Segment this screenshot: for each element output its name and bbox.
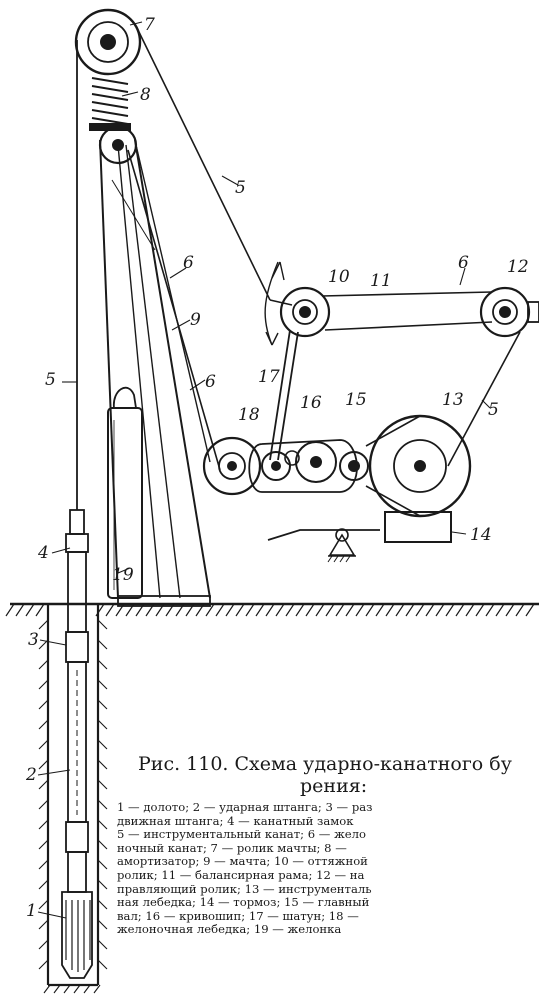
mast-pulley [74,8,142,76]
label-8: 8 [140,85,151,105]
jars [65,631,89,663]
label-4: 4 [37,543,49,563]
legend-line: вал; 16 — кривошип; 17 — шатун; 18 — [117,909,359,923]
walking-beam [321,291,493,297]
label-2: 2 [25,765,37,785]
label-5-right: 5 [488,400,499,420]
label-5-top: 5 [235,178,246,198]
jar-upper [67,551,87,633]
label-6-top: 6 [183,253,194,273]
label-14: 14 [470,525,492,545]
borehole [38,604,108,994]
legend-line: 5 — инструментальный канат; 6 — жело [117,828,366,842]
label-6-mid: 6 [205,372,216,392]
brake [267,511,452,563]
label-3: 3 [28,630,39,650]
label-1: 1 [26,901,37,921]
legend-line: ролик; 11 — балансирная рама; 12 — на [117,868,365,882]
instrument-winch [368,414,472,518]
crank [261,441,337,483]
label-5-left: 5 [45,370,56,390]
label-17: 17 [258,367,280,387]
guide-pulley [479,286,539,338]
caption-title-line2: рения: [300,775,368,797]
caption-title: Рис. 110. Схема ударно-канатного бу [138,753,512,775]
legend-line: 1 — долото; 2 — ударная штанга; 3 — раз [117,801,373,814]
main-shaft [339,451,369,481]
label-13-winch: 13 [442,390,464,410]
ground-hatching [5,603,535,617]
label-10: 10 [328,267,350,287]
label-9: 9 [190,310,201,330]
figure-legend: 1 — долото; 2 — ударная штанга; 3 — раз … [117,801,539,937]
figure-caption: Рис. 110. Схема ударно-канатного бу рени… [138,753,538,797]
label-6-right: 6 [458,253,469,273]
label-16: 16 [300,393,322,413]
part-labels: 7 8 5 6 9 6 5 10 11 6 12 17 16 15 13 5 1… [25,15,529,921]
legend-line: правляющий ролик; 13 — инструменталь [117,882,372,896]
label-18: 18 [238,405,260,425]
bailing-winch [202,436,262,496]
drill-string [61,40,93,979]
mast-base [117,595,211,607]
belt-drive [248,439,358,493]
mast [99,139,211,607]
label-12: 12 [507,257,529,277]
label-19: 19 [112,565,134,585]
bailer [107,386,143,599]
jerk-pulley [279,286,331,338]
label-7: 7 [144,15,155,35]
legend-line: амортизатор; 9 — мачта; 10 — оттяжной [117,855,368,869]
legend-line: ная лебедка; 14 — тормоз; 15 — главный [117,896,370,910]
connecting-rod [269,329,291,461]
instrument-cable-to-jerk [137,29,271,301]
leader-lines [37,21,491,919]
shock-absorber [89,77,131,131]
label-15: 15 [345,390,367,410]
rope-socket [69,509,85,535]
drill-bit [61,891,93,979]
label-11: 11 [370,271,392,291]
legend-line: ночный канат; 7 — ролик мачты; 8 — [117,841,347,855]
legend-line: желоночная лебедка; 19 — желонка [117,923,342,937]
legend-line: движная штанга; 4 — канатный замок [117,814,354,828]
